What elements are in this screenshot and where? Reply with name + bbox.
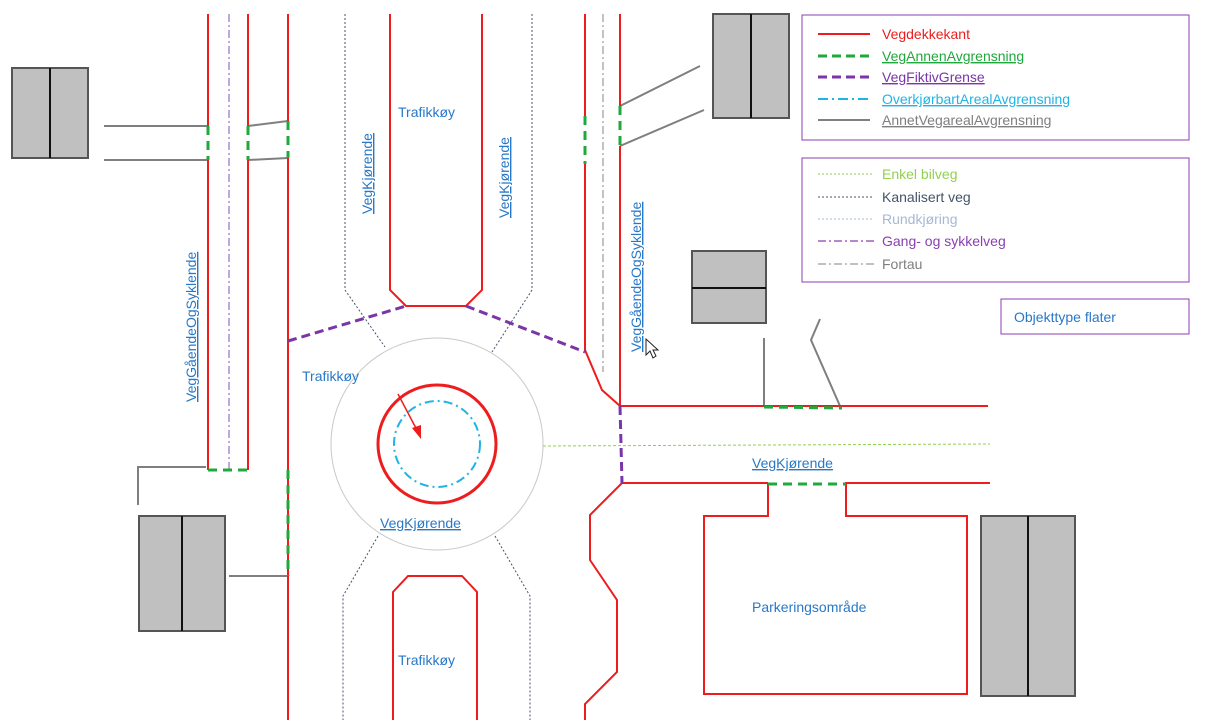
legend-item-enkel-bilveg: Enkel bilveg [818, 166, 958, 182]
veg-annen-avgrensning-lines [206, 106, 846, 576]
arrow-indicator [397, 393, 421, 439]
legend-object-types: Vegdekkekant VegAnnenAvgrensning VegFikt… [801, 14, 1190, 141]
mouse-cursor-icon [645, 337, 660, 359]
overkjorbart-areal-ring [393, 400, 481, 488]
svg-text:AnnetVegarealAvgrensning: AnnetVegarealAvgrensning [882, 112, 1051, 128]
building-bottom-right [980, 515, 1076, 697]
label-vegkjorende-roundabout: VegKjørende [380, 515, 461, 531]
legend-item-veg-fiktiv-grense: VegFiktivGrense [818, 69, 985, 85]
legend-item-gang-sykkelveg: Gang- og sykkelveg [818, 233, 1006, 249]
svg-text:VegAnnenAvgrensning: VegAnnenAvgrensning [882, 48, 1024, 64]
object-type-box: Objekttype flater [1000, 298, 1190, 335]
svg-text:Rundkjøring: Rundkjøring [882, 211, 957, 227]
kanalisert-veg-lines [342, 14, 533, 720]
svg-text:Kanalisert veg: Kanalisert veg [882, 189, 971, 205]
label-parkering: Parkeringsområde [752, 599, 867, 615]
legend-item-rundkjoring: Rundkjøring [818, 211, 957, 227]
building-top-right [712, 13, 790, 119]
building-bottom-left [138, 515, 226, 632]
legend-item-veg-annen-avgrensning: VegAnnenAvgrensning [818, 48, 1024, 64]
rundkjoring-outer-ring [330, 337, 544, 551]
svg-text:VegFiktivGrense: VegFiktivGrense [882, 69, 985, 85]
legend-item-kanalisert-veg: Kanalisert veg [818, 189, 971, 205]
legend-item-vegdekkekant: Vegdekkekant [818, 26, 970, 42]
legend-item-annet-vegareal: AnnetVegarealAvgrensning [818, 112, 1051, 128]
svg-text:Vegdekkekant: Vegdekkekant [882, 26, 970, 42]
legend-item-overkjorbart-areal: OverkjørbartArealAvgrensning [818, 91, 1070, 107]
enkel-bilveg-line [542, 443, 991, 447]
label-vegkjorende-east: VegKjørende [752, 455, 833, 471]
area-labels: Trafikkøy Trafikkøy Trafikkøy VegKjørend… [183, 104, 867, 668]
veg-fiktiv-grense-lines [287, 304, 624, 484]
object-type-label: Objekttype flater [1014, 309, 1116, 325]
label-gaende-left: VegGåendeOgSyklende [183, 252, 199, 402]
building-top-left [11, 67, 89, 159]
annet-vegareal-lines [104, 65, 841, 577]
label-gaende-right: VegGåendeOgSyklende [628, 202, 644, 352]
label-vegkjorende-left: VegKjørende [359, 133, 375, 214]
label-vegkjorende-right: VegKjørende [496, 137, 512, 218]
label-trafikkoy-top: Trafikkøy [398, 104, 455, 120]
svg-text:OverkjørbartArealAvgrensning: OverkjørbartArealAvgrensning [882, 91, 1070, 107]
building-mid-right [691, 250, 767, 324]
svg-text:Enkel bilveg: Enkel bilveg [882, 166, 958, 182]
vegdekkekant-lines [207, 14, 990, 720]
svg-text:Gang- og sykkelveg: Gang- og sykkelveg [882, 233, 1006, 249]
label-trafikkoy-bottom: Trafikkøy [398, 652, 455, 668]
rundkjoring-center-island [376, 383, 498, 505]
legend-item-fortau: Fortau [818, 256, 922, 272]
svg-text:Fortau: Fortau [882, 256, 922, 272]
buildings [11, 13, 1076, 697]
legend-road-types: Enkel bilveg Kanalisert veg Rundkjøring … [801, 157, 1190, 283]
label-trafikkoy-left: Trafikkøy [302, 368, 359, 384]
